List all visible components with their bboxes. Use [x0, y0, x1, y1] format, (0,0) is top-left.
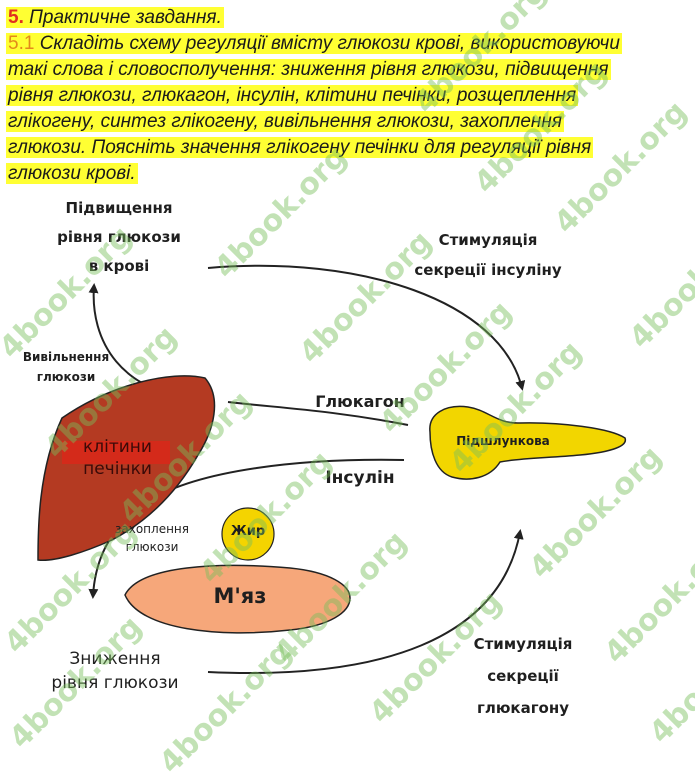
task-line-5: глікогену, синтез глікогену, вивільнення… [6, 111, 564, 132]
label-stim-insulin: Стимуляція секреції інсуліну [414, 231, 562, 279]
label-increase-glucose: Підвищення рівня глюкози в крові [57, 199, 181, 275]
muscle-shape [124, 564, 351, 634]
regulation-diagram [37, 264, 626, 674]
task-line-2: 5.1 Складіть схему регуляції вмісту глюк… [6, 33, 622, 54]
label-muscle: М'яз [213, 584, 267, 608]
task-line-1: 5. Практичне завдання. [6, 7, 224, 28]
task-text: 5. Практичне завдання. 5.1 Складіть схем… [6, 5, 686, 187]
task-line-7: глюкози крові. [6, 163, 138, 184]
label-pancreas: Підшлункова [456, 434, 550, 448]
arrow-glucagon [227, 401, 409, 426]
fat-shape [221, 507, 275, 561]
task-line-3: такі слова і словосполучення: зниження р… [6, 59, 611, 80]
arrow-to-pancreas [207, 264, 526, 391]
label-uptake-glucose: захоплення глюкози [115, 522, 189, 554]
arrow-stim-glucagon [207, 529, 524, 674]
liver-shape [37, 375, 216, 561]
label-glucagon: Глюкагон [315, 392, 405, 411]
label-insulin: Інсулін [325, 468, 395, 488]
pancreas-shape [429, 405, 626, 480]
label-decrease-glucose: Зниження рівня глюкози [51, 649, 179, 693]
label-stim-glucagon: Стимуляція секреції глюкагону [473, 635, 573, 717]
task-line-4: рівня глюкози, глюкагон, інсулін, клітин… [6, 85, 579, 106]
liver-label-bar [62, 441, 170, 464]
label-release-glucose: Вивільнення глюкози [22, 350, 110, 384]
label-fat: Жир [230, 524, 266, 539]
label-liver-cells: клітини печінки [83, 437, 152, 479]
task-line-6: глюкози. Поясніть значення глікогену печ… [6, 137, 594, 158]
